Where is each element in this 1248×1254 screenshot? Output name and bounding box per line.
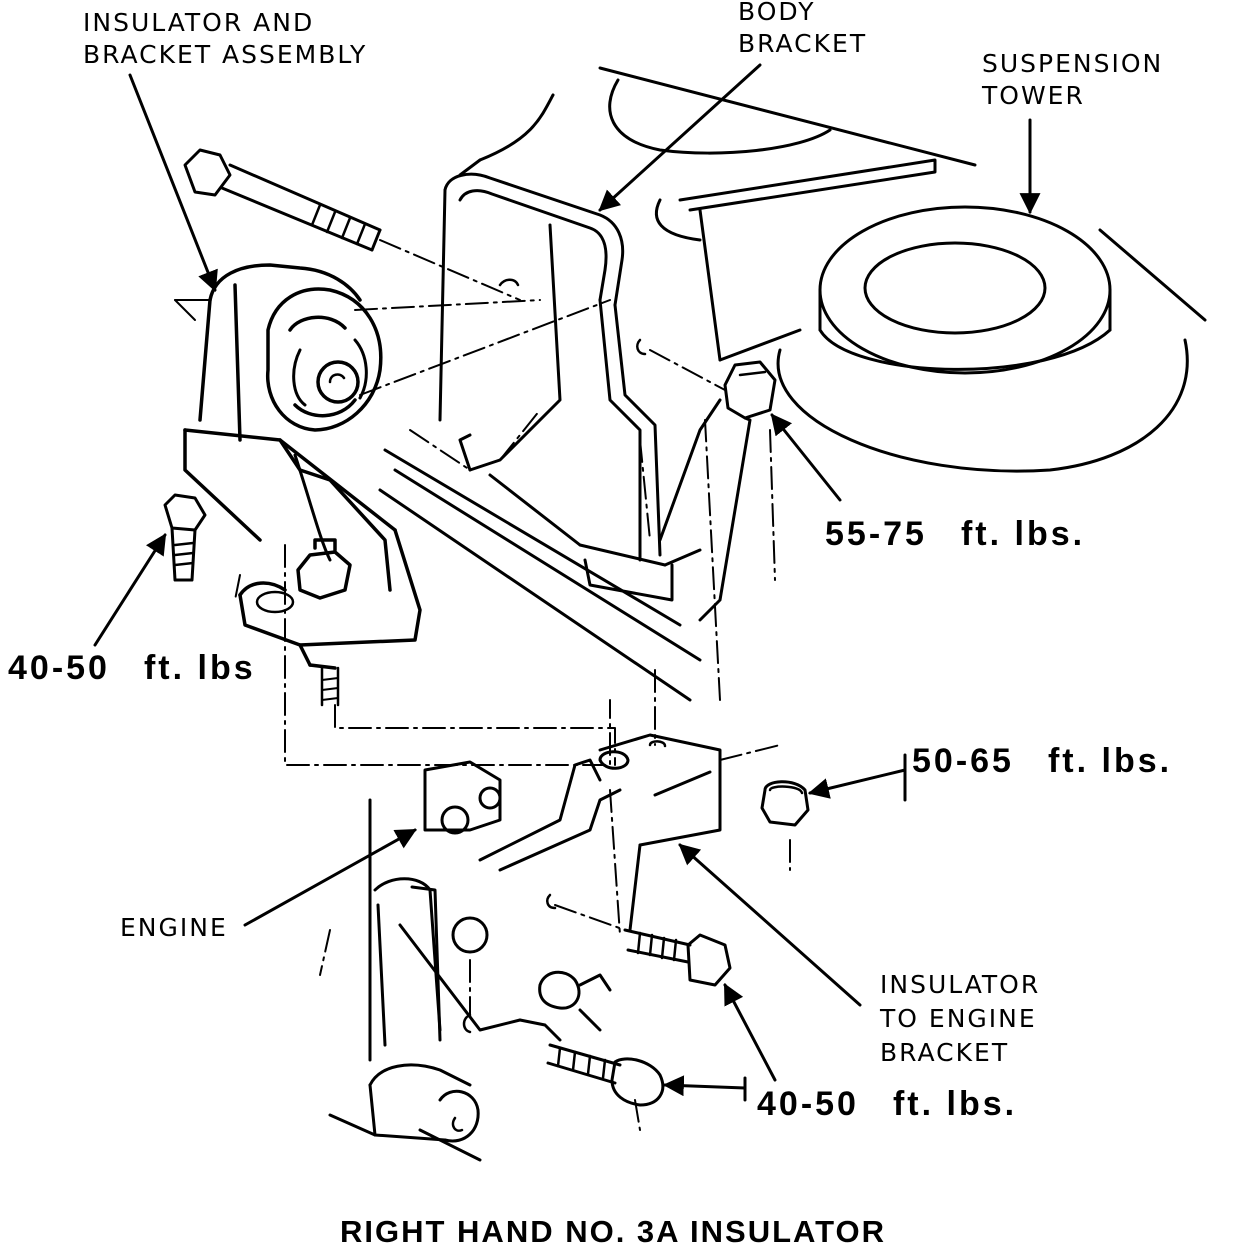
label-body-bracket-line1: BODY: [738, 0, 816, 26]
leader-insulator-bracket: [128, 73, 218, 292]
engine-bracket: [368, 733, 722, 1062]
label-engine: ENGINE: [120, 913, 228, 942]
through-bolt: [183, 148, 382, 252]
label-insulator-engine-line2: TO ENGINE: [880, 1004, 1037, 1033]
leader-lower-40-50-a: [723, 983, 777, 1082]
leader-55-75: [770, 413, 842, 502]
torque-right-nut-unit: ft. lbs.: [1047, 742, 1173, 780]
torque-body-nut-value: 55-75: [825, 515, 927, 553]
label-suspension-tower-line1: SUSPENSION: [982, 49, 1164, 78]
leader-engine: [243, 828, 417, 927]
torque-right-nut-value: 50-65: [912, 742, 1014, 780]
label-body-bracket-line2: BRACKET: [738, 29, 868, 58]
left-mount-bolt: [163, 493, 207, 582]
lower-crossmember: [328, 1063, 482, 1162]
leader-body-bracket: [598, 63, 762, 212]
body-bracket: [438, 172, 674, 602]
torque-lower-bolt-value: 40-50: [757, 1085, 859, 1123]
body-structure: [378, 66, 977, 702]
label-suspension-tower-line2: TOWER: [982, 81, 1085, 110]
suspension-tower: [776, 205, 1207, 473]
engine-bracket-bolts: [518, 928, 732, 1107]
leader-insulator-engine: [678, 843, 862, 1007]
torque-body-nut-unit: ft. lbs.: [960, 515, 1086, 553]
label-insulator-bracket-line2: BRACKET ASSEMBLY: [83, 40, 368, 69]
label-insulator-engine-line1: INSULATOR: [880, 970, 1041, 999]
insulator-bracket-assembly: [174, 263, 422, 707]
figure-caption: RIGHT HAND NO. 3A INSULATOR: [340, 1214, 886, 1249]
torque-body-nut: 55-75 ft. lbs.: [825, 515, 1085, 554]
leader-lines: [93, 63, 1041, 1102]
torque-lower-bolt: 40-50 ft. lbs.: [757, 1085, 1017, 1124]
label-insulator-engine-line3: BRACKET: [880, 1038, 1010, 1067]
alignment-lines: [234, 239, 791, 1131]
leader-left-40-50: [93, 533, 167, 647]
torque-lower-bolt-unit: ft. lbs.: [892, 1085, 1018, 1123]
right-mount-nut: [760, 780, 810, 827]
leader-lower-40-50-b: [662, 1075, 747, 1097]
torque-right-nut: 50-65 ft. lbs.: [912, 742, 1172, 781]
body-bracket-nut: [658, 360, 777, 622]
torque-left-bolt-unit: ft. lbs: [143, 649, 256, 687]
torque-left-bolt-value: 40-50: [8, 649, 110, 687]
leader-50-65: [807, 768, 907, 799]
torque-left-bolt: 40-50 ft. lbs: [8, 649, 256, 688]
label-insulator-bracket-line1: INSULATOR AND: [83, 8, 315, 37]
